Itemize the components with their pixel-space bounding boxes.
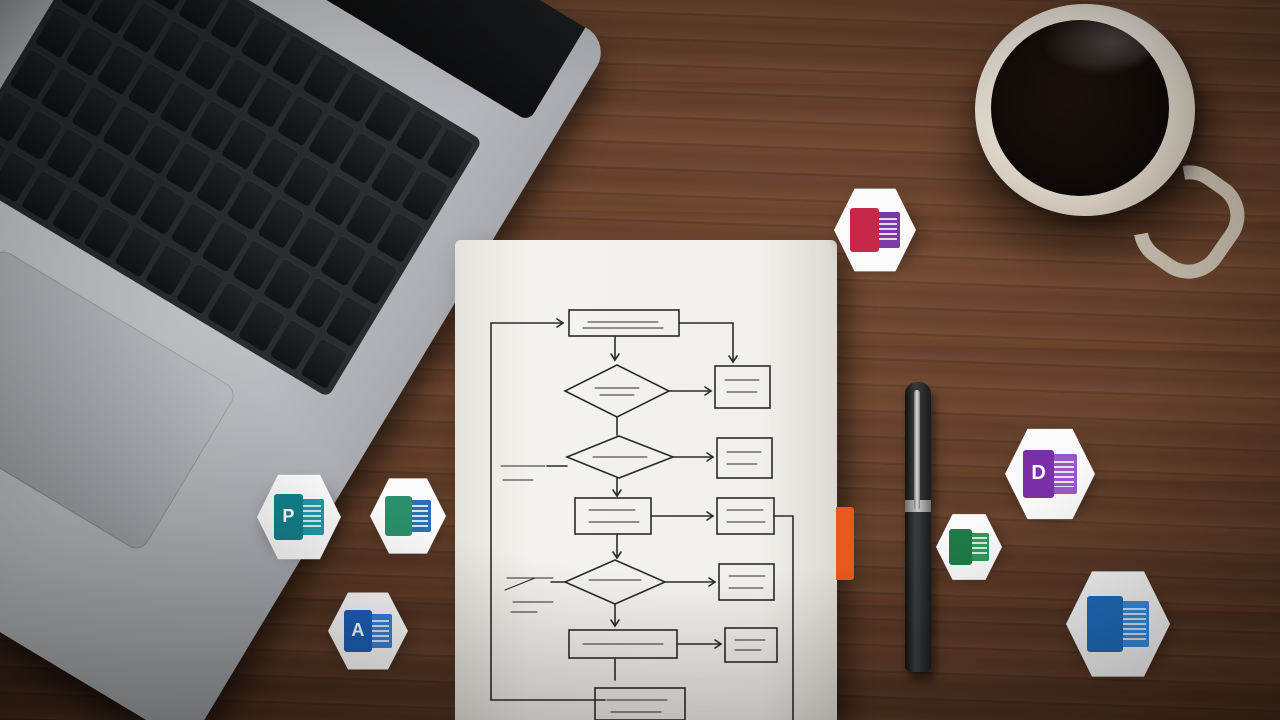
icon-letter-tile: A <box>344 610 372 652</box>
flow-scribble <box>606 699 668 713</box>
pen-clip <box>914 390 920 510</box>
access-icon: A <box>328 592 408 670</box>
flow-arrowhead <box>728 355 738 364</box>
flow-scribble <box>594 387 640 396</box>
flow-scribble <box>582 321 664 329</box>
icon-letter-tile <box>850 207 879 253</box>
icon-side-panel <box>1119 601 1150 647</box>
flow-scribble <box>724 379 760 393</box>
flow-scribble <box>588 509 640 523</box>
flow-scribble <box>500 465 546 481</box>
icon-letter-tile <box>949 529 973 565</box>
flow-connector-left <box>490 322 606 701</box>
flow-arrowhead <box>706 452 715 462</box>
flow-arrowhead <box>610 353 620 362</box>
flow-box-right-5 <box>724 627 778 663</box>
icon-side-panel <box>875 212 900 248</box>
flow-decision-1 <box>563 364 671 418</box>
flow-scribble <box>726 451 762 465</box>
icon-letter-tile <box>385 495 412 537</box>
flow-box-right-1 <box>714 365 771 409</box>
notebook-bookmark <box>836 507 854 580</box>
flow-scribble <box>728 575 766 589</box>
icon-side-panel <box>1051 454 1077 494</box>
flow-scribble <box>504 577 554 613</box>
onenote-red-icon <box>834 188 916 272</box>
outlook-icon <box>1066 571 1170 677</box>
onenote-purple-icon: D <box>1005 428 1095 520</box>
icon-side-panel <box>300 498 325 536</box>
onenote-red-icon-glyph <box>850 204 900 257</box>
icon-letter-tile: P <box>273 494 304 540</box>
icon-letter-tile <box>1086 595 1123 653</box>
coffee <box>991 20 1169 196</box>
flow-box-middle <box>574 497 652 535</box>
outlook-icon-glyph <box>1086 590 1150 657</box>
flow-box-final <box>594 687 686 720</box>
flow-arrowhead <box>612 489 622 498</box>
onenote-purple-icon-glyph: D <box>1023 445 1077 503</box>
flow-arrowhead <box>610 619 620 628</box>
flow-box-right-2 <box>716 437 773 479</box>
flow-box-right-3 <box>716 497 775 535</box>
flow-arrowhead <box>714 639 723 649</box>
excel-icon <box>936 514 1002 580</box>
excel-icon-glyph <box>949 526 989 568</box>
flow-decision-3 <box>563 559 667 605</box>
flow-box-right-4 <box>718 563 775 601</box>
flow-scribble <box>726 509 766 523</box>
flow-arrowhead <box>556 318 565 328</box>
gem-icon-glyph <box>385 492 431 540</box>
gem-icon <box>370 478 446 554</box>
flow-arrowhead <box>704 386 713 396</box>
flow-decision-2 <box>564 435 676 479</box>
publisher-icon-glyph: P <box>273 490 325 544</box>
icon-side-panel <box>969 532 989 562</box>
flow-arrowhead <box>612 551 622 560</box>
access-icon-glyph: A <box>344 606 392 655</box>
steam <box>1040 0 1160 70</box>
flow-connector-right-down <box>773 515 794 720</box>
icon-letter-tile: D <box>1023 449 1055 499</box>
flow-arrowhead <box>708 577 717 587</box>
flow-scribble <box>734 639 766 651</box>
icon-side-panel <box>408 499 431 533</box>
flow-box-top <box>568 309 680 337</box>
flowchart-drawing <box>490 309 794 720</box>
icon-side-panel <box>368 614 392 648</box>
flow-connector-right <box>678 322 734 363</box>
flow-arrowhead <box>706 511 715 521</box>
